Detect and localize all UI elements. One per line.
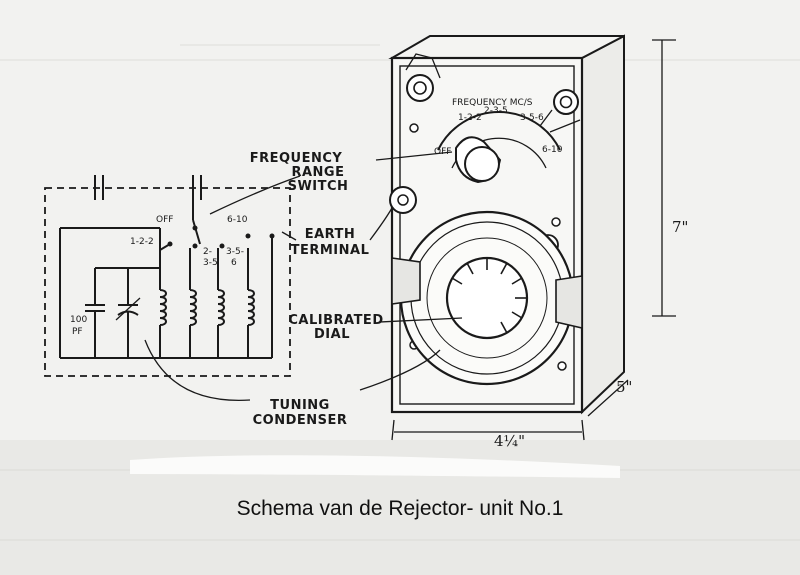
dimension-depth: 5" (616, 378, 632, 396)
dimension-height: 7" (672, 218, 688, 236)
label-tuning: TUNING (270, 398, 330, 413)
switch-label-2: 2- (203, 247, 212, 257)
label-terminal: TERMINAL (291, 243, 370, 258)
panel-scale-off: OFF (434, 147, 451, 157)
label-earth: EARTH (305, 227, 356, 242)
label-dial: DIAL (314, 327, 350, 342)
label-condenser: CONDENSER (253, 413, 348, 428)
switch-label-3-5-: 3-5- (226, 247, 244, 257)
panel-frequency-title: FREQUENCY MC/S (452, 98, 533, 108)
coil-2 (189, 248, 197, 358)
coil-4 (247, 248, 255, 358)
panel-scale-1-2-2: 1-2-2 (458, 113, 482, 123)
label-range: RANGE (291, 165, 344, 180)
switch-label-6-10: 6-10 (227, 215, 248, 225)
label-frequency: FREQUENCY (250, 151, 343, 166)
diagram-caption: Schema van de Rejector- unit No.1 (236, 497, 564, 520)
dimension-width: 4¼" (494, 432, 525, 450)
switch-label-1-2-2: 1-2-2 (130, 237, 154, 247)
circuit-schematic (44, 175, 291, 377)
label-calibrated: CALIBRATED (288, 313, 383, 328)
panel-scale-6-10: 6-10 (542, 145, 563, 155)
paper-patch (130, 455, 620, 478)
coil-3 (217, 248, 225, 358)
capacitor-value-100: 100 (70, 315, 87, 325)
label-switch: SWITCH (288, 179, 349, 194)
rejector-unit-box (388, 34, 625, 415)
panel-scale-3-5-6: 3-5-6 (520, 113, 544, 123)
coil-1 (159, 268, 167, 358)
dimension-lines (391, 39, 676, 441)
capacitor-value-pf: PF (72, 327, 83, 337)
switch-label-3-5: 3-5 (203, 258, 218, 268)
panel-scale-2-3-5: 2-3-5 (484, 106, 508, 116)
switch-label-off: OFF (156, 215, 173, 225)
leader-lines (144, 151, 463, 401)
switch-label-6: 6 (231, 258, 237, 268)
